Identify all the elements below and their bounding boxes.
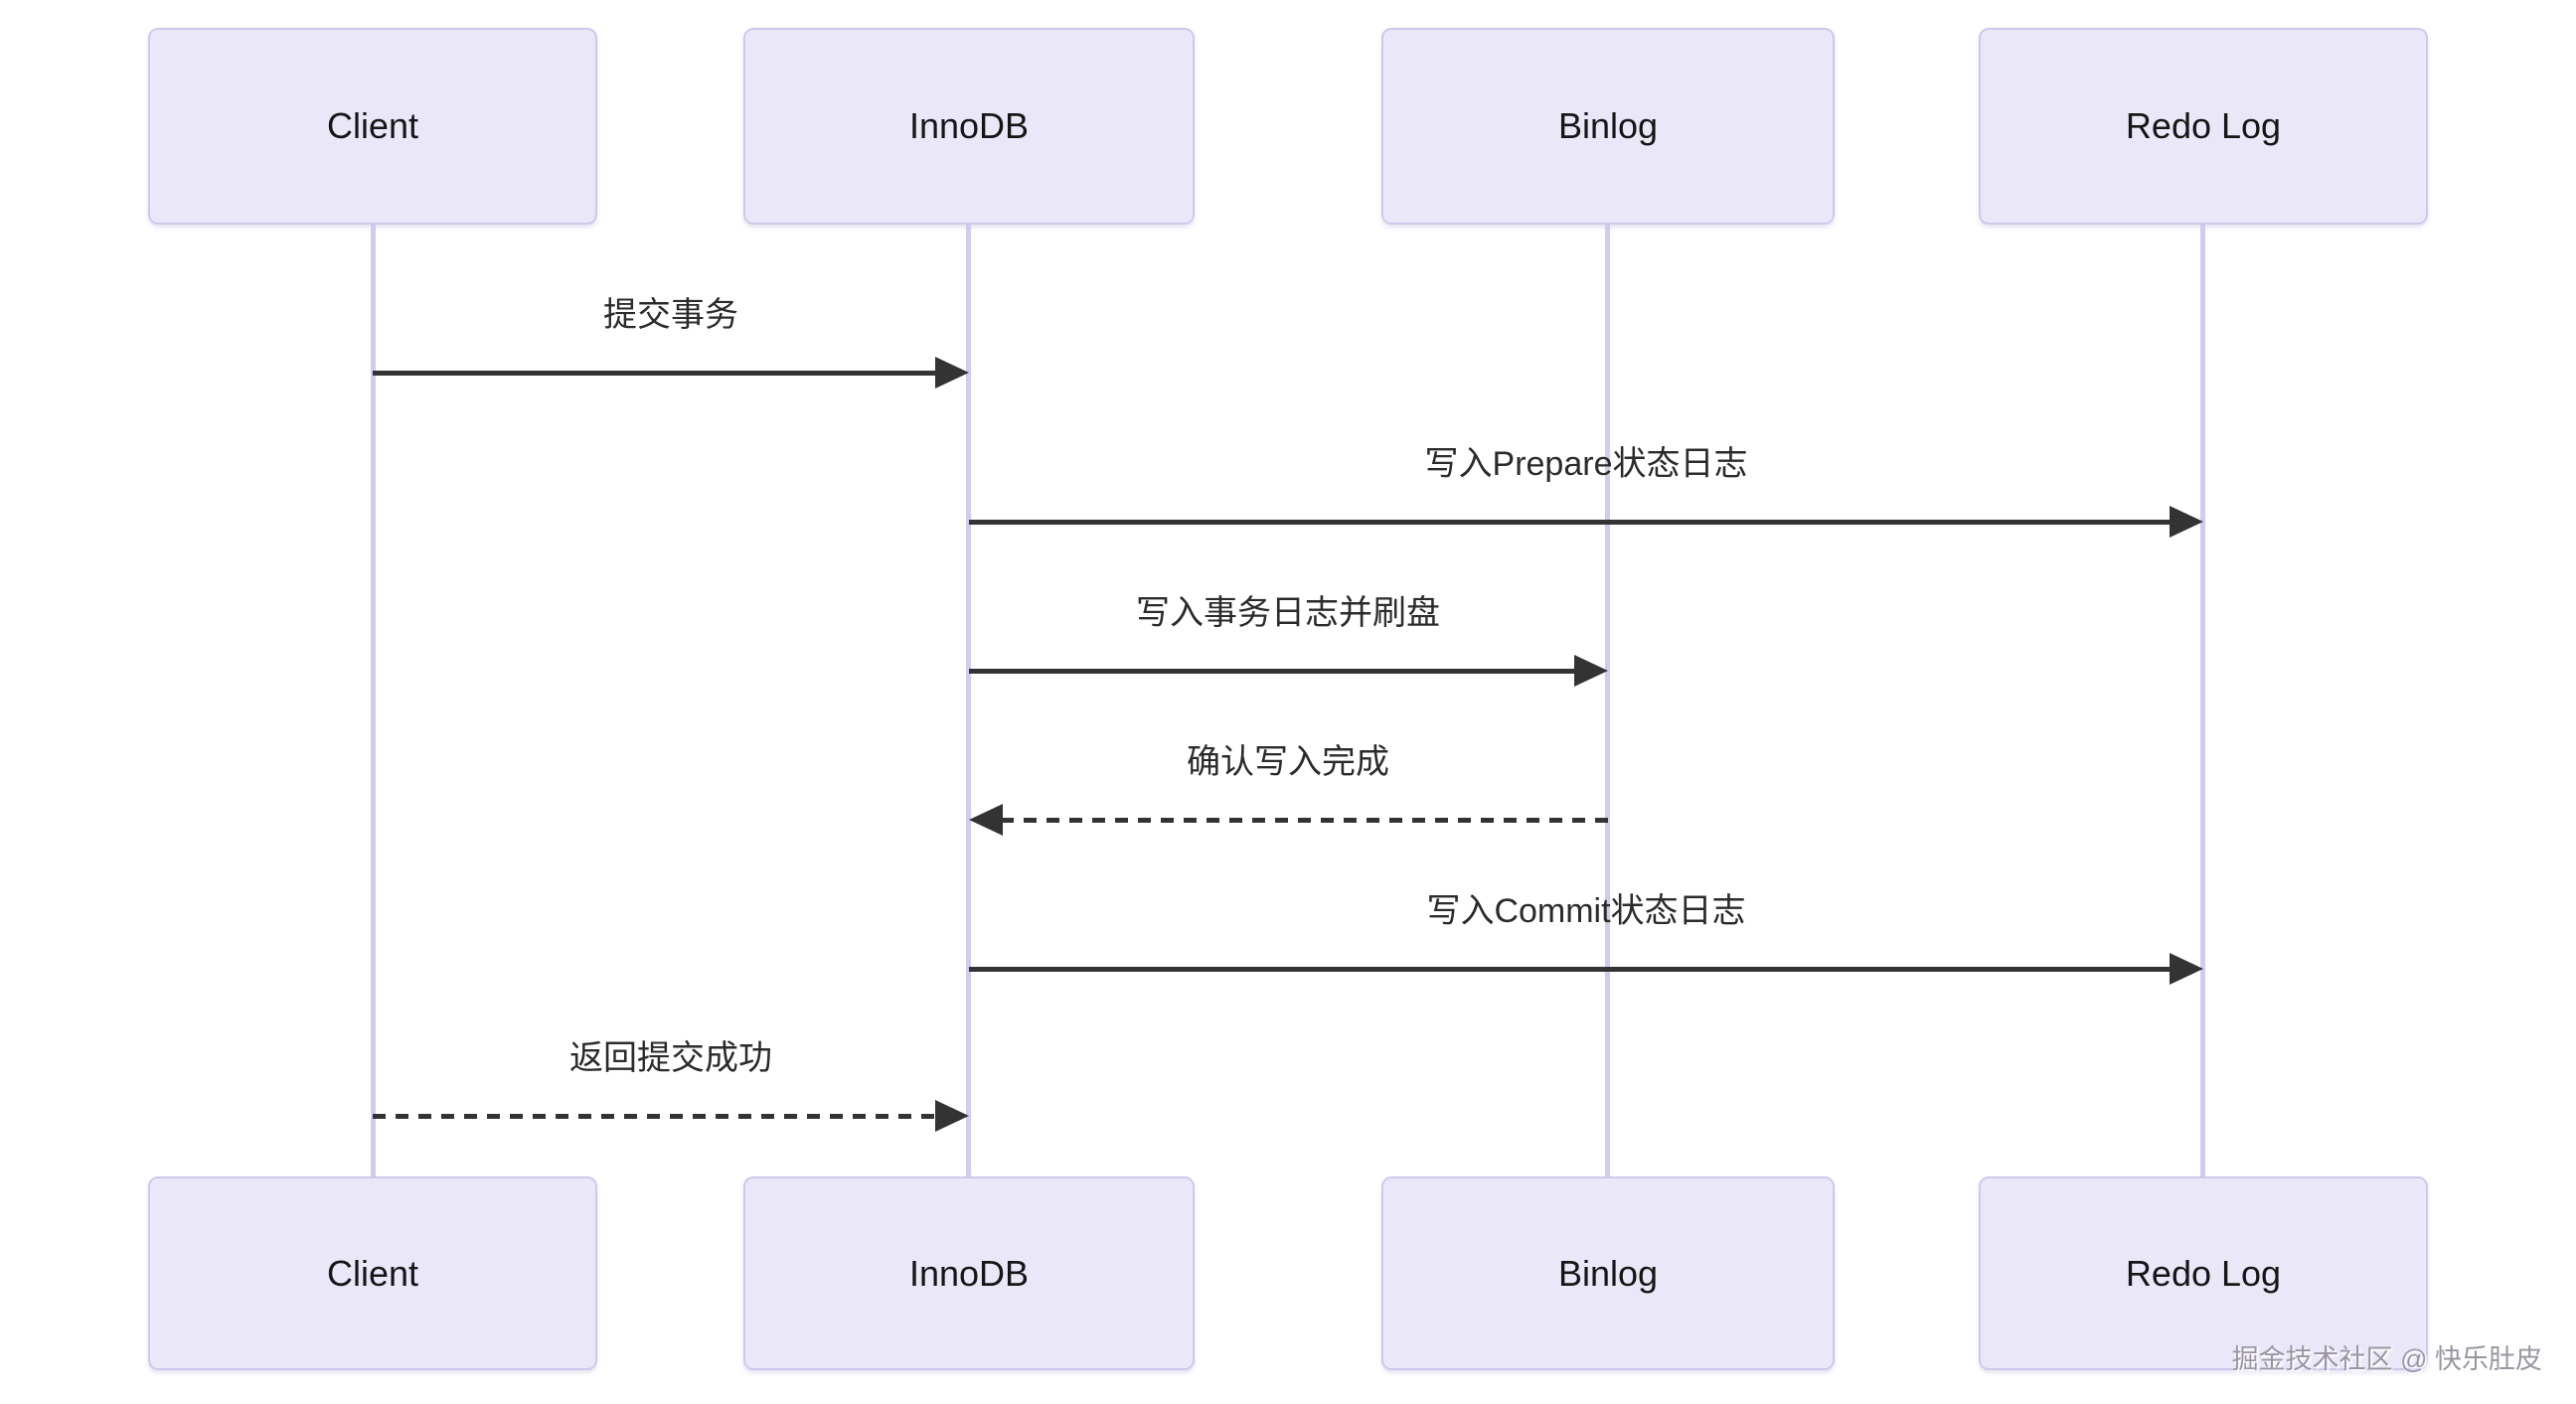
actor-box-client-top: Client	[148, 28, 597, 225]
actor-box-innodb-top: InnoDB	[743, 28, 1195, 225]
watermark: 掘金技术社区 @ 快乐肚皮	[2231, 1344, 2542, 1374]
message-label-confirm-write-done: 确认写入完成	[1187, 743, 1389, 781]
message-line-commit-transaction	[373, 371, 937, 376]
actor-box-client-bottom: Client	[148, 1176, 597, 1370]
arrowhead-right-icon	[1574, 655, 1608, 687]
arrowhead-left-icon	[969, 804, 1003, 836]
message-line-write-prepare-log	[969, 520, 2172, 525]
message-line-write-commit-log	[969, 967, 2172, 972]
arrowhead-right-icon	[935, 1100, 969, 1132]
actor-box-binlog-bottom: Binlog	[1381, 1176, 1835, 1370]
message-label-write-binlog-flush: 写入事务日志并刷盘	[1136, 594, 1440, 632]
actor-box-innodb-bottom: InnoDB	[743, 1176, 1195, 1370]
lifeline-client	[371, 225, 376, 1176]
arrowhead-right-icon	[2170, 953, 2203, 985]
arrowhead-right-icon	[2170, 506, 2203, 538]
message-label-commit-transaction: 提交事务	[603, 296, 738, 334]
message-line-return-commit-success	[373, 1114, 937, 1119]
actor-box-redolog-bottom: Redo Log	[1979, 1176, 2428, 1370]
lifeline-innodb	[966, 225, 971, 1176]
message-label-write-commit-log: 写入Commit状态日志	[1426, 892, 1746, 930]
message-line-confirm-write-done	[1001, 818, 1608, 823]
actor-box-redolog-top: Redo Log	[1979, 28, 2428, 225]
message-label-write-prepare-log: 写入Prepare状态日志	[1424, 445, 1748, 483]
message-label-return-commit-success: 返回提交成功	[569, 1039, 772, 1077]
lifeline-redolog	[2200, 225, 2205, 1176]
message-line-write-binlog-flush	[969, 669, 1576, 674]
actor-box-binlog-top: Binlog	[1381, 28, 1835, 225]
lifeline-binlog	[1605, 225, 1610, 1176]
arrowhead-right-icon	[935, 357, 969, 389]
